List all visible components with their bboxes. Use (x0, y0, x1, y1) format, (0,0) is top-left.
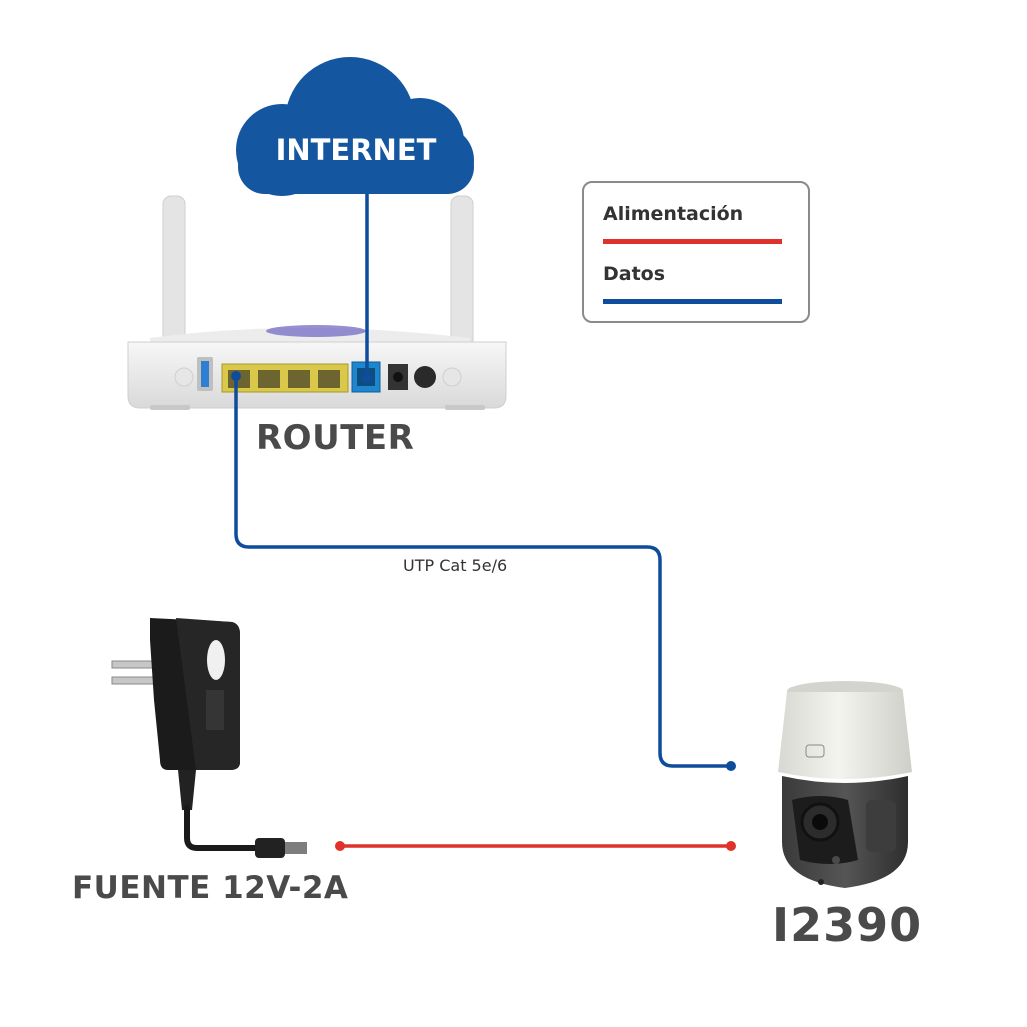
data-connector-dot (726, 761, 736, 771)
internet-label: INTERNET (275, 133, 437, 167)
router-label: ROUTER (256, 418, 415, 458)
router-icon (127, 195, 507, 410)
power-cable (335, 841, 736, 851)
legend-item-power-label: Alimentación (603, 203, 744, 225)
cable-type-label: UTP Cat 5e/6 (403, 556, 508, 575)
camera-model-label: I2390 (772, 898, 923, 952)
data-connector-dot (231, 371, 241, 381)
legend: Alimentación Datos (582, 181, 810, 323)
legend-item-power-swatch (603, 239, 782, 244)
legend-item-data-swatch (603, 299, 782, 304)
power-supply-label: FUENTE 12V-2A (72, 870, 349, 906)
cloud-icon (236, 57, 474, 196)
legend-item-data-label: Datos (603, 263, 666, 285)
data-cable (234, 188, 733, 768)
data-connector-dot (362, 373, 372, 383)
ptz-camera-icon (778, 681, 912, 888)
power-adapter-icon (111, 618, 307, 858)
